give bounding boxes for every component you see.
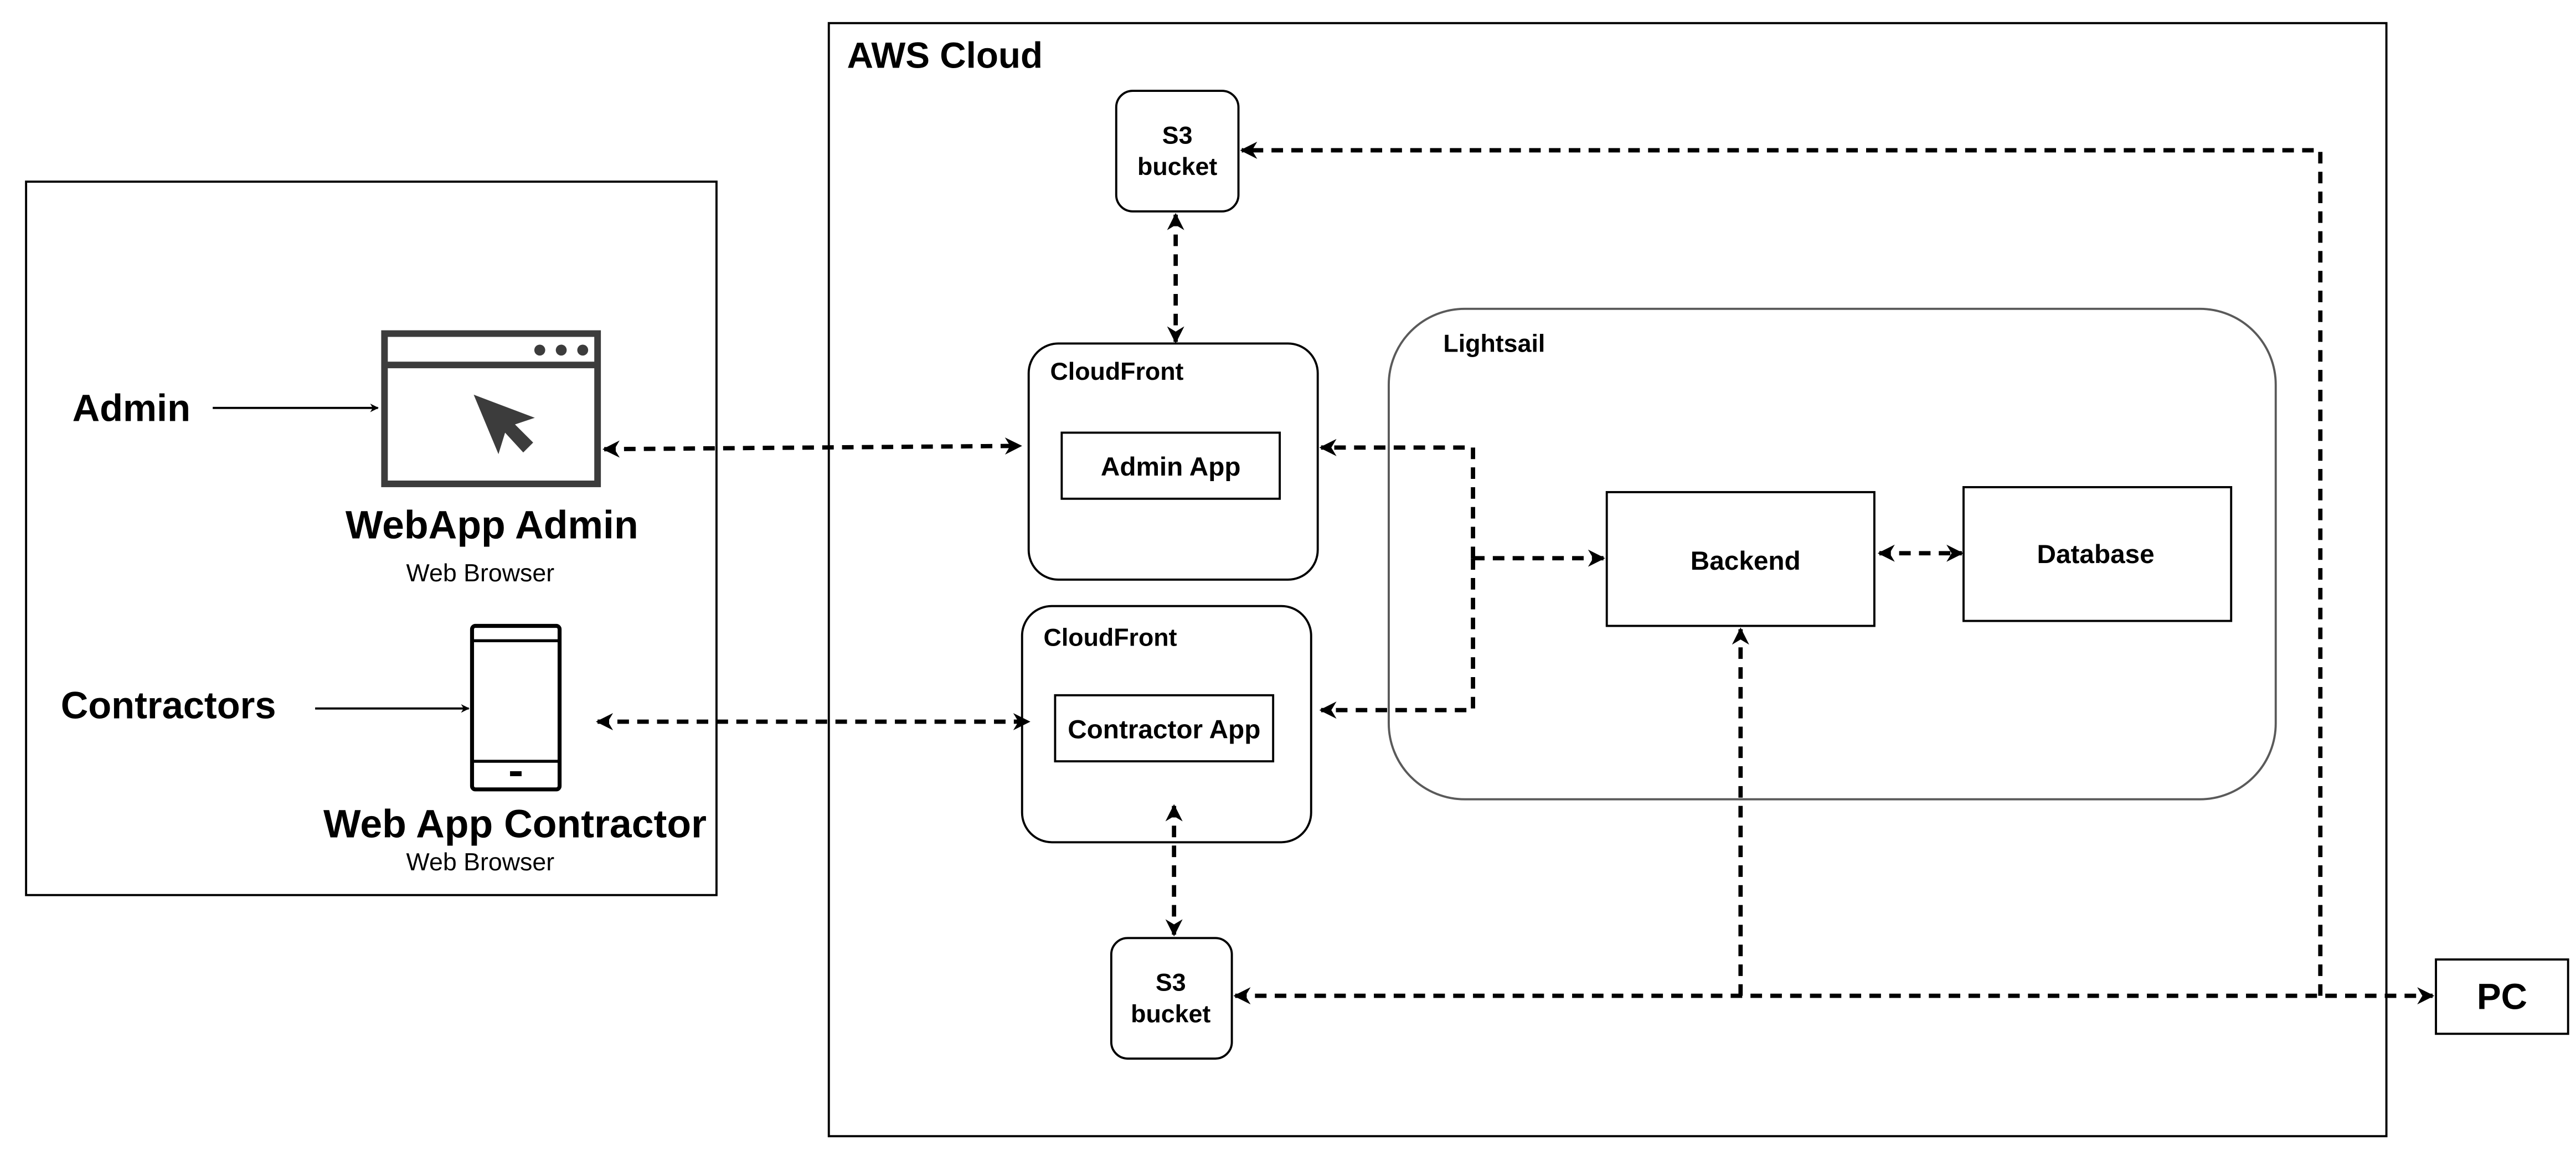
contractor-app-box (1054, 694, 1275, 763)
cloudfront-admin-title: CloudFront (1050, 358, 1183, 385)
aws-cloud-title: AWS Cloud (847, 35, 1043, 75)
cloudfront-contractor-title: CloudFront (1044, 623, 1177, 651)
database-box (1962, 486, 2233, 622)
s3-bucket-top-line1: S3 (1162, 122, 1193, 149)
lightsail-container (1388, 307, 2277, 801)
pc-label: PC (2477, 977, 2527, 1017)
mobile-phone-icon (470, 623, 562, 792)
webapp-contractor-title: Web App Contractor (323, 802, 707, 846)
s3-bucket-bottom-line1: S3 (1156, 969, 1186, 997)
aws-cloud-container (827, 22, 2388, 1138)
admin-app-label: Admin App (1101, 452, 1241, 482)
webapp-admin-title: WebApp Admin (346, 503, 638, 547)
webapp-contractor-subtitle: Web Browser (406, 848, 555, 876)
s3-bucket-bottom-line2: bucket (1131, 1000, 1210, 1028)
backend-label: Backend (1691, 546, 1801, 576)
admin-app-box (1060, 431, 1281, 500)
contractors-label: Contractors (61, 684, 276, 727)
s3-bucket-top (1115, 90, 1240, 213)
connector-admin-browser-cloudfront (602, 437, 1022, 458)
lightsail-title: Lightsail (1443, 329, 1545, 357)
browser-window-cursor-icon (381, 330, 601, 487)
connector-backend-contractor-app (1319, 558, 1475, 719)
pc-box (2435, 958, 2569, 1035)
s3-bucket-bottom (1110, 937, 1233, 1060)
admin-label: Admin (73, 387, 190, 430)
contractor-app-label: Contractor App (1068, 715, 1260, 744)
connectors (596, 141, 2435, 1005)
connector-backend-admin-app (1319, 438, 1475, 559)
client-container (25, 180, 718, 896)
database-label: Database (2037, 540, 2155, 569)
backend-box (1605, 491, 1876, 627)
connector-pc-s3top (1240, 141, 2323, 996)
webapp-admin-subtitle: Web Browser (406, 559, 555, 587)
s3-bucket-top-line2: bucket (1137, 153, 1217, 180)
